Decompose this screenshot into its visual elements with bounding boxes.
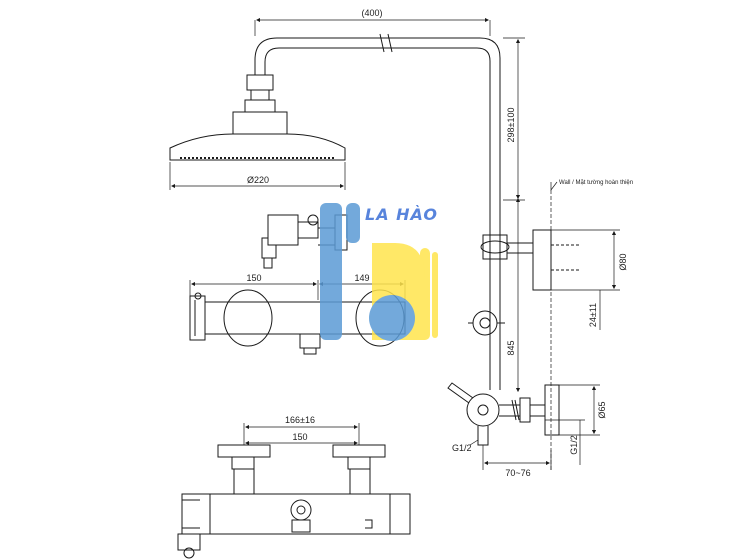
diverter-body — [466, 393, 500, 427]
logo-blue-bar-2 — [346, 203, 360, 243]
dim-bracket-offset: 24±11 — [588, 303, 598, 327]
dim-arm-length: (400) — [361, 8, 382, 18]
dim-projection: 70~76 — [505, 468, 530, 478]
inlet-cover — [544, 384, 560, 436]
overhead-shower-head — [169, 74, 346, 161]
riser-pipe — [489, 250, 501, 390]
watermark-logo: LA HÀO — [320, 203, 438, 341]
logo-yellow-bar-2 — [432, 252, 438, 338]
temperature-dial — [290, 499, 312, 521]
dim-thread-left: G1/2 — [452, 443, 472, 453]
dim-riser-height: 845 — [506, 340, 516, 355]
dim-bracket-diameter: Ø80 — [618, 253, 628, 270]
mixer-front-view — [177, 444, 411, 559]
dimension-labels: (400) Ø220 298±100 845 Ø80 24±11 Ø65 G1/… — [246, 8, 633, 478]
diverter-lever — [447, 382, 474, 404]
logo-blue-bar — [320, 203, 342, 340]
dim-riser-adjust: 298±100 — [506, 108, 516, 143]
wall-bracket — [532, 229, 552, 291]
logo-brand-text: LA HÀO — [365, 205, 438, 224]
riser-assembly — [254, 33, 580, 446]
dim-head-diameter: Ø220 — [247, 175, 269, 185]
dim-thread-right: G1/2 — [569, 435, 579, 455]
wall-finish-note: Wall / Mặt tường hoàn thiện — [559, 180, 633, 186]
dimension-lines — [169, 17, 620, 470]
shower-arm — [254, 37, 501, 250]
hand-shower-holder — [472, 310, 498, 336]
dim-center-distance: 166±16 — [285, 415, 315, 425]
logo-blue-circle — [369, 295, 415, 341]
dim-inlet-cover: Ø65 — [597, 401, 607, 418]
dim-mixer-left: 150 — [246, 273, 261, 283]
dim-mixer-right: 149 — [354, 273, 369, 283]
dim-center-nominal: 150 — [292, 432, 307, 442]
